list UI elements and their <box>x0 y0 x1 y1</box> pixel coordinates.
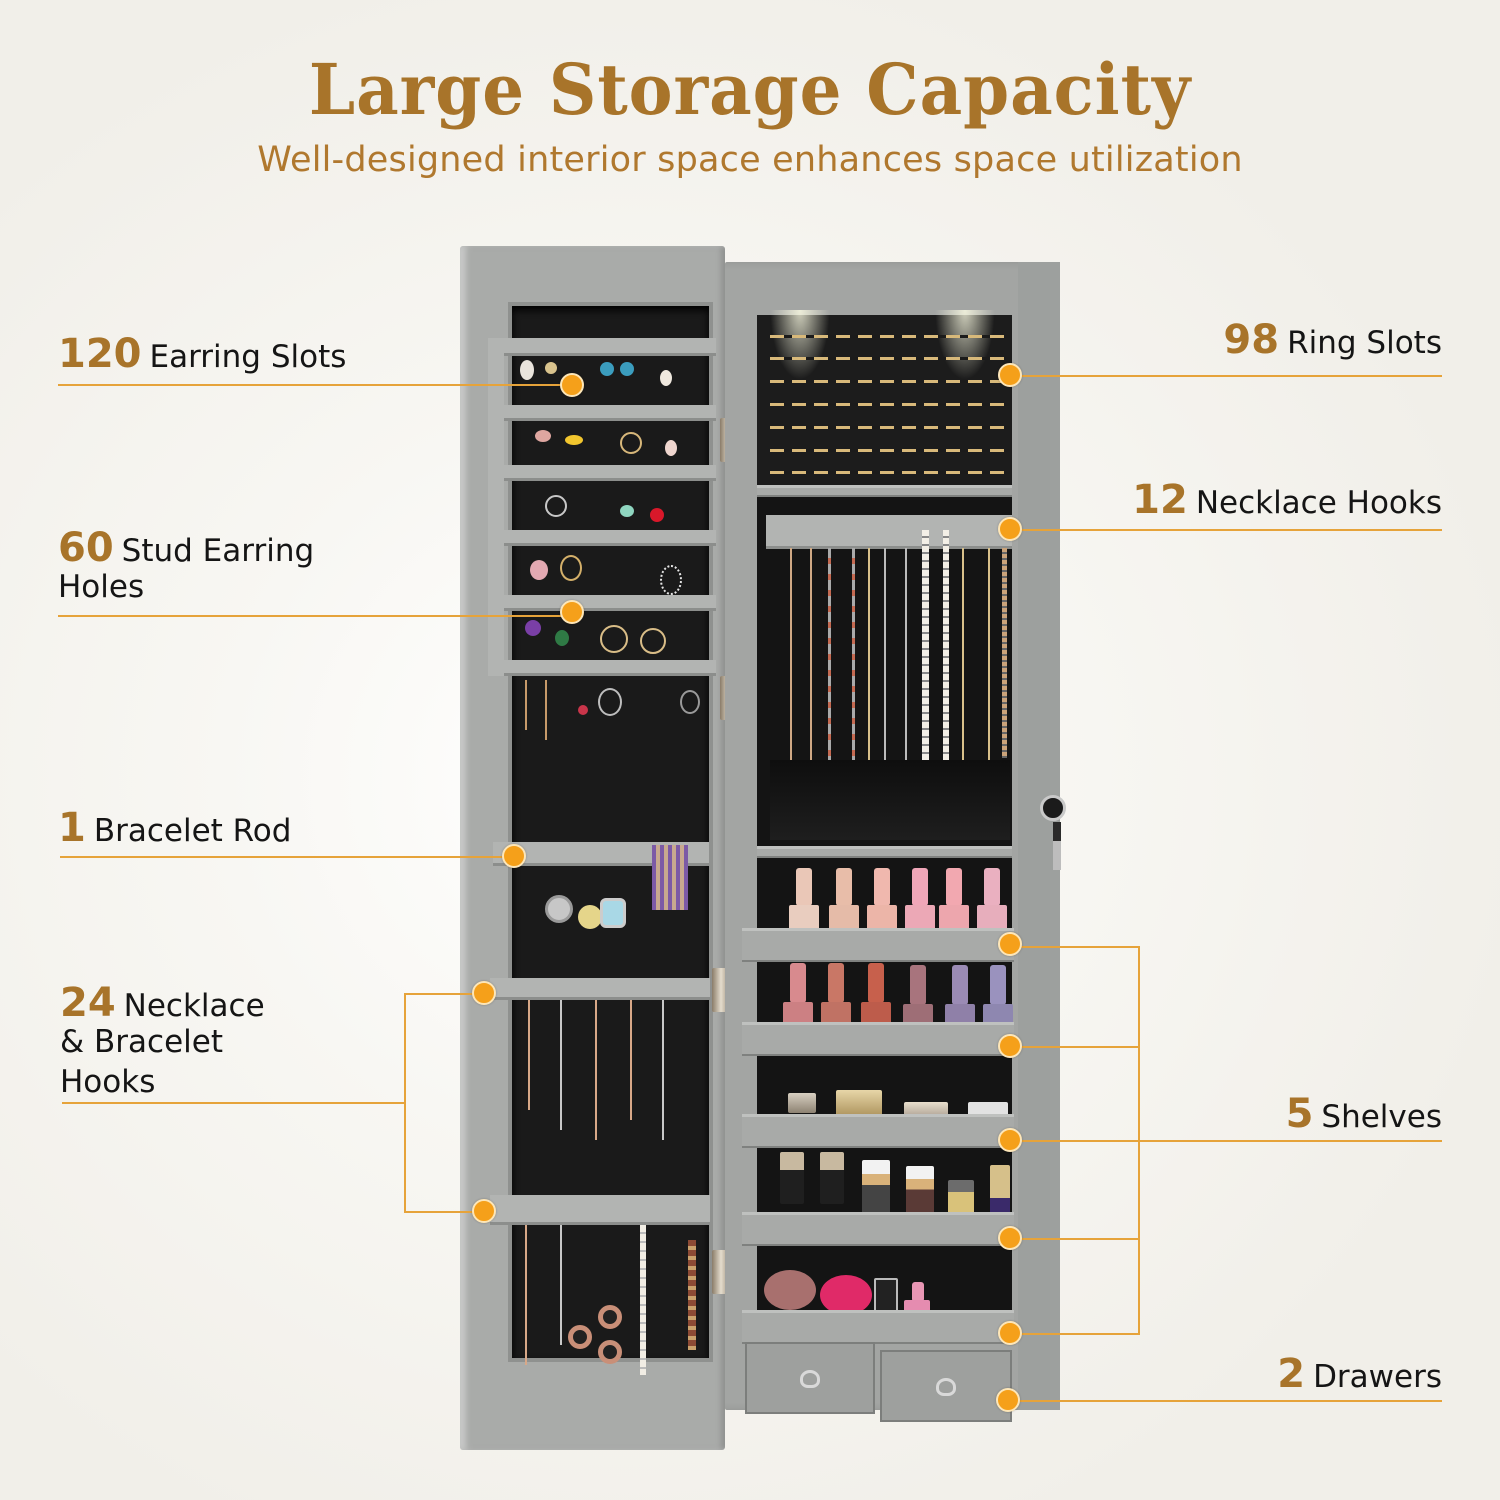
callout-dot-icon <box>560 600 584 624</box>
callout-dot-icon <box>472 981 496 1005</box>
shelf-5 <box>742 1310 1014 1344</box>
callout-bracket <box>404 993 406 1213</box>
ring-row <box>770 449 1010 452</box>
callout-line <box>62 1102 406 1104</box>
callout-line <box>58 384 572 386</box>
earring-frame <box>488 338 504 676</box>
led-light <box>770 310 830 380</box>
ring-shelf-ledge <box>757 485 1012 497</box>
callout-dot-icon <box>998 932 1022 956</box>
callout-line <box>1008 1400 1442 1402</box>
shelf-top-ledge <box>757 846 1012 858</box>
ring-row <box>770 403 1010 406</box>
drawer-handle-icon <box>936 1378 956 1396</box>
callout-line <box>1010 946 1140 948</box>
callout-dot-icon <box>998 1128 1022 1152</box>
earring-bar <box>488 465 716 481</box>
earring-bar <box>488 405 716 421</box>
door-necklace-bar <box>490 978 710 1000</box>
callout-line <box>1010 1140 1442 1142</box>
ring-row <box>770 335 1010 338</box>
callout-line <box>1010 1238 1140 1240</box>
callout-line <box>58 615 572 617</box>
earring-bar <box>488 595 716 611</box>
earring-bar <box>488 530 716 546</box>
lock-icon[interactable] <box>1040 795 1066 821</box>
drawer-left[interactable] <box>745 1342 875 1414</box>
callout-bracket <box>1138 946 1140 1335</box>
page-title: Large Storage Capacity <box>308 48 1192 131</box>
callout-dot-icon <box>998 1226 1022 1250</box>
callout-dot-icon <box>560 373 584 397</box>
ring-row <box>770 357 1010 360</box>
shelf-1 <box>742 928 1014 962</box>
callout-dot-icon <box>998 1321 1022 1345</box>
callout-dot-icon <box>998 1034 1022 1058</box>
drawer-right[interactable] <box>880 1350 1012 1422</box>
led-light <box>935 310 995 380</box>
callout-dot-icon <box>502 844 526 868</box>
shelf-4 <box>742 1212 1014 1246</box>
shelf-2 <box>742 1022 1014 1056</box>
shelf-3 <box>742 1114 1014 1148</box>
callout-dot-icon <box>998 363 1022 387</box>
necklace-hook-bar <box>766 515 1012 549</box>
velvet-pouch <box>770 760 1010 840</box>
earring-bar <box>488 660 716 676</box>
drawer-handle-icon <box>800 1370 820 1388</box>
callout-dot-icon <box>472 1199 496 1223</box>
callout-line <box>404 1211 484 1213</box>
door-necklace-bar <box>490 1195 710 1225</box>
callout-dot-icon <box>996 1388 1020 1412</box>
earring-bar <box>488 338 716 356</box>
ring-row <box>770 471 1010 474</box>
key-icon <box>1053 822 1061 870</box>
callout-line <box>1010 375 1442 377</box>
callout-line <box>1010 1046 1140 1048</box>
page-subtitle: Well-designed interior space enhances sp… <box>257 140 1243 180</box>
callout-line <box>1010 1333 1140 1335</box>
ring-row <box>770 426 1010 429</box>
callout-line <box>60 856 514 858</box>
callout-line <box>404 993 484 995</box>
ring-row <box>770 380 1010 383</box>
callout-line <box>1010 529 1442 531</box>
callout-dot-icon <box>998 517 1022 541</box>
